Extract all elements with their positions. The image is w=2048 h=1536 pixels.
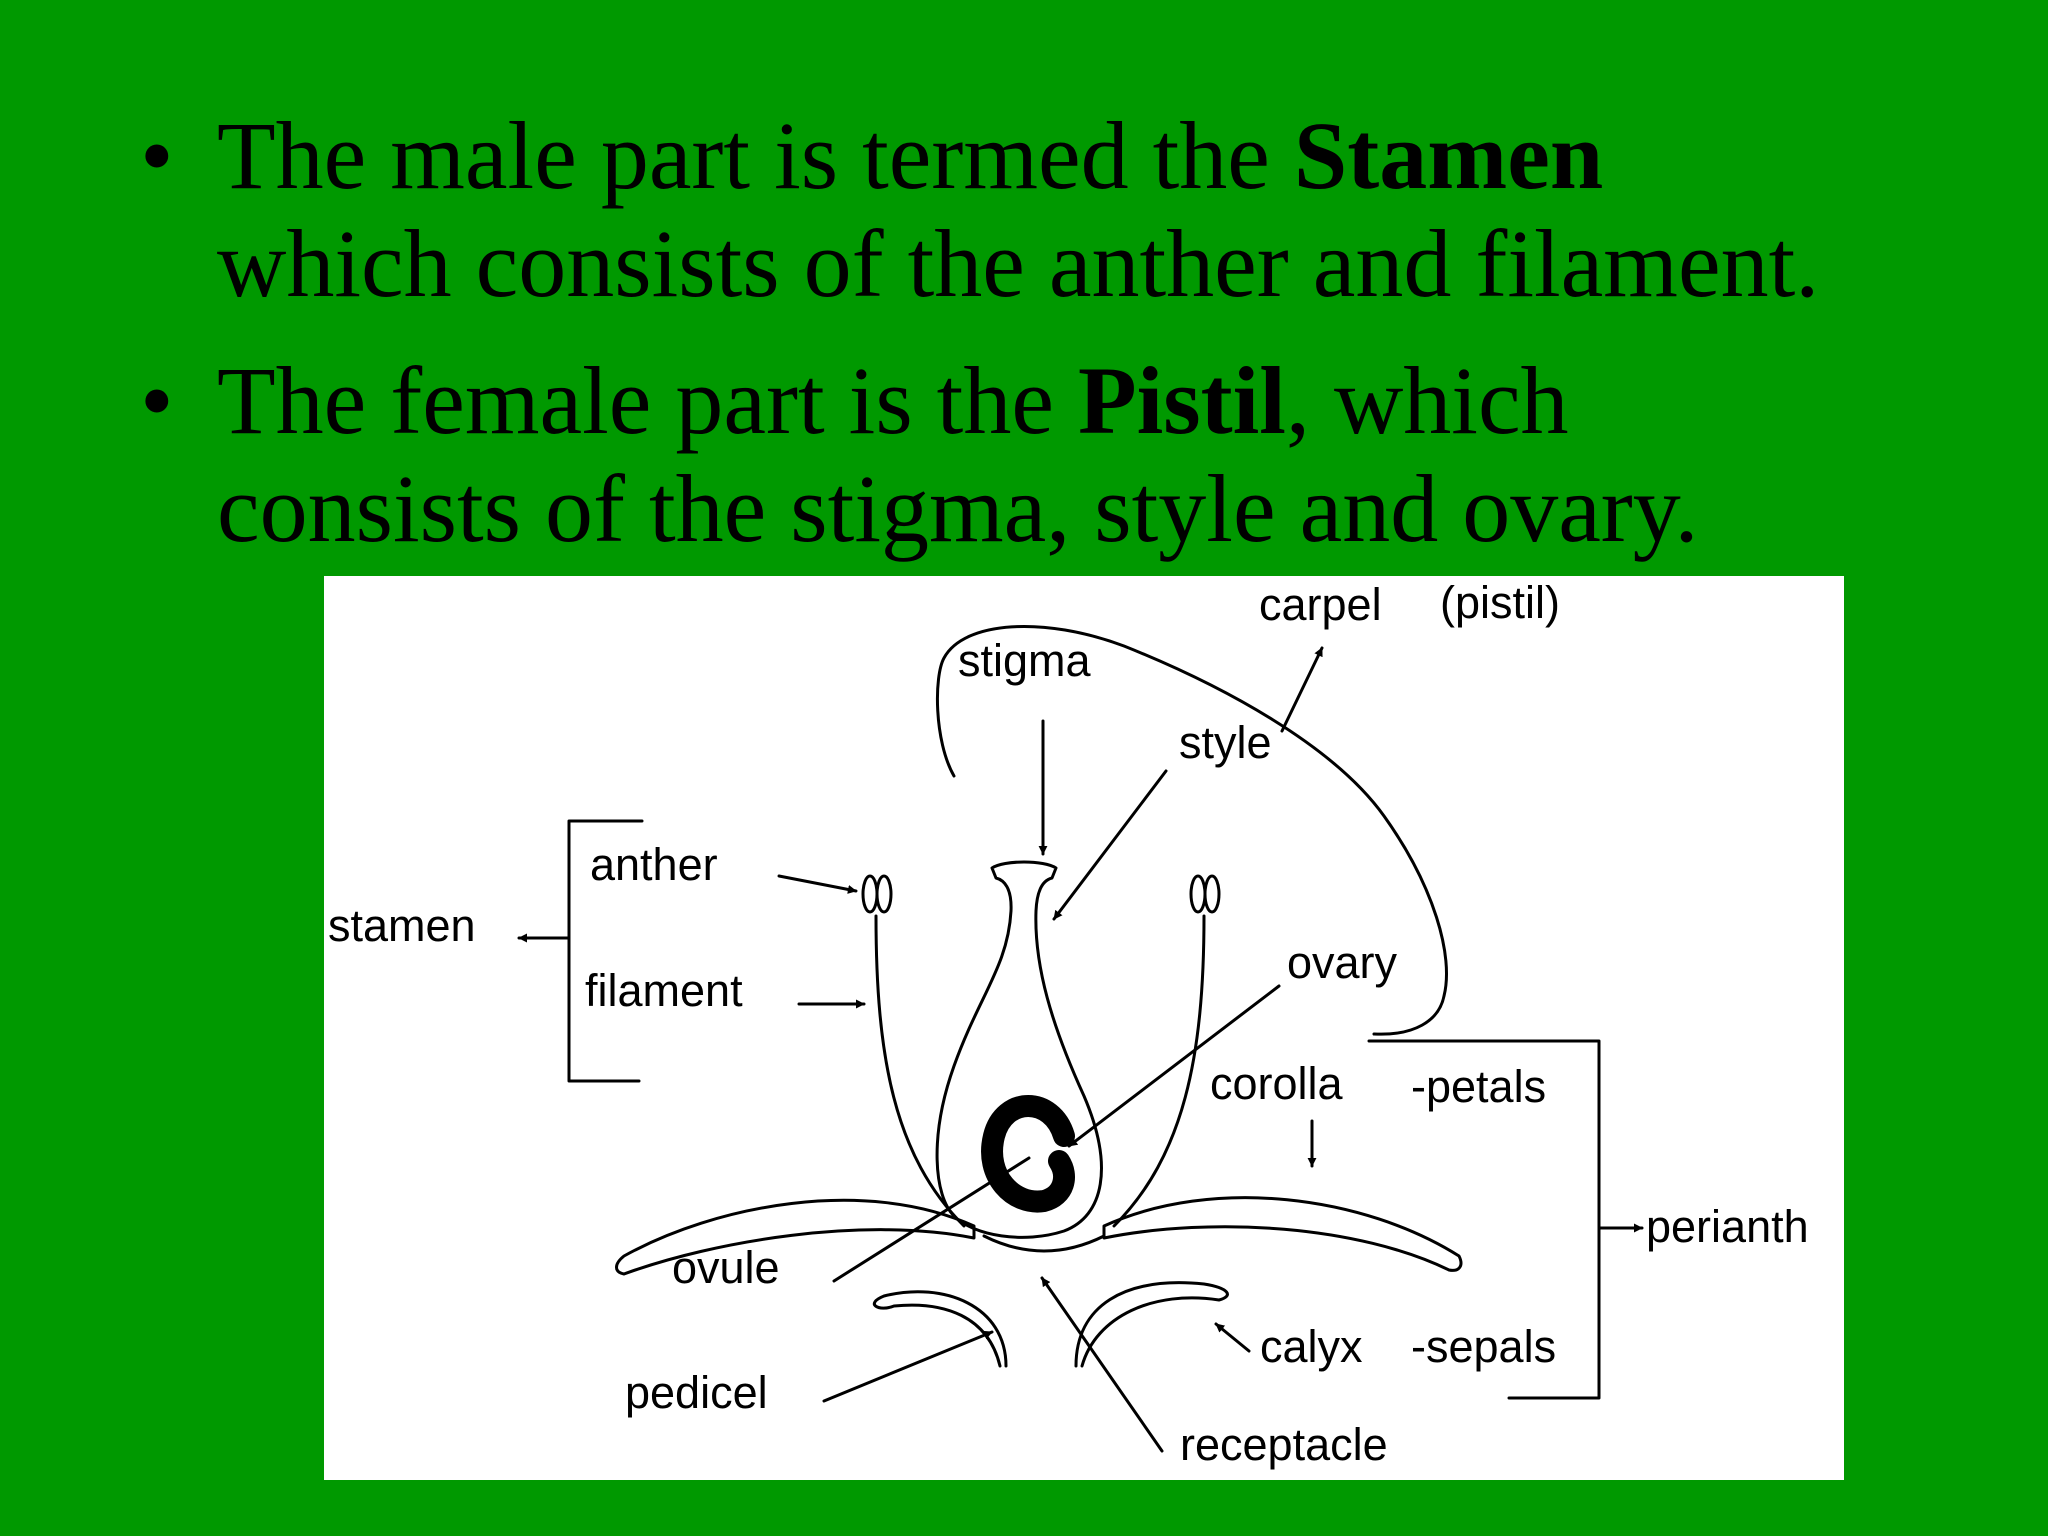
label-pedicel: pedicel — [625, 1367, 768, 1418]
style-arrow — [1052, 769, 1168, 921]
label-anther: anther — [590, 839, 718, 890]
anther-left-a — [861, 874, 879, 914]
stamen-bracket — [567, 819, 644, 1083]
label-petals: -petals — [1411, 1061, 1546, 1112]
label-filament: filament — [585, 965, 743, 1016]
label-calyx: calyx — [1260, 1321, 1363, 1372]
label-sepals: -sepals — [1411, 1321, 1556, 1372]
flower-diagram: carpel (pistil) stigma style anther stam… — [324, 576, 1844, 1480]
label-corolla: corolla — [1210, 1058, 1344, 1109]
label-receptacle: receptacle — [1180, 1419, 1388, 1470]
petal-left — [615, 1198, 976, 1276]
carpel-arrow — [1280, 646, 1324, 733]
receptacle — [982, 1234, 1106, 1253]
label-perianth: perianth — [1646, 1201, 1809, 1252]
pistil-outline — [935, 860, 1103, 1239]
bullet-pistil-line2: consists of the stigma, style and ovary. — [217, 455, 1699, 562]
label-stamen: stamen — [328, 900, 476, 951]
label-stigma: stigma — [958, 635, 1092, 686]
sepal-right — [1074, 1281, 1229, 1368]
bullet-stamen-line2: which consists of the anther and filamen… — [217, 210, 1820, 317]
bullet-marker: • — [140, 347, 174, 454]
bullet-stamen-line1: The male part is termed the Stamen — [217, 102, 1604, 209]
label-pistil: (pistil) — [1440, 577, 1560, 628]
carpel-outline — [935, 625, 1448, 1036]
filament-right — [1112, 914, 1206, 1228]
bullet-pistil-line1: The female part is the Pistil, which — [217, 347, 1569, 454]
label-style: style — [1179, 717, 1272, 768]
petal-right — [1102, 1196, 1463, 1272]
ovary-arrow — [1067, 984, 1281, 1148]
filament-left — [874, 914, 966, 1228]
ovule-shape — [981, 1095, 1075, 1213]
anther-arrow — [777, 874, 858, 894]
perianth-bracket — [1367, 1039, 1601, 1400]
calyx-arrow — [1214, 1322, 1251, 1353]
label-ovule: ovule — [672, 1242, 780, 1293]
term-stamen: Stamen — [1293, 102, 1604, 209]
anther-right-a — [1189, 874, 1207, 914]
sepal-left — [872, 1290, 1008, 1368]
receptacle-arrow — [1040, 1276, 1164, 1453]
label-ovary: ovary — [1287, 937, 1398, 988]
bullet-marker: • — [140, 102, 174, 209]
anther-left-b — [875, 874, 893, 914]
flower-diagram-svg: carpel (pistil) stigma style anther stam… — [328, 577, 1809, 1470]
term-pistil: Pistil — [1077, 347, 1286, 454]
anther-right-b — [1203, 874, 1221, 914]
label-carpel: carpel — [1259, 579, 1382, 630]
pedicel-arrow — [822, 1330, 994, 1403]
